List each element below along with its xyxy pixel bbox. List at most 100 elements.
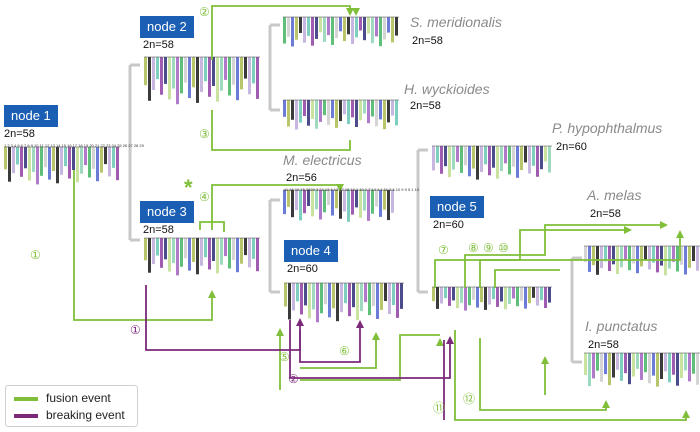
chromosome-bar	[395, 100, 398, 126]
chromosome-bar	[144, 238, 147, 261]
chromosome-bar	[544, 287, 547, 308]
chromosome-bar	[292, 283, 295, 311]
chromosome-bar	[228, 57, 231, 96]
chromosome-bar	[596, 353, 599, 371]
chromosome-bar	[604, 353, 607, 375]
chromosome-bar	[84, 147, 87, 166]
chromosome-bar	[288, 283, 291, 320]
chromosome-bar	[339, 100, 342, 122]
chromosome-bar	[311, 100, 314, 119]
fusion-arrow-6b	[436, 338, 444, 346]
chromosome-bar	[32, 147, 35, 172]
chromosome-bar	[68, 147, 71, 179]
chromosome-bar	[252, 57, 255, 84]
chromosome-bar	[520, 146, 523, 171]
chromosome-bar	[476, 287, 479, 308]
chromosome-bar	[180, 57, 183, 94]
species-p-hypophthalmus: P. hypophthalmus	[552, 120, 663, 136]
chromosome-bar	[224, 238, 227, 257]
chromosome-bar	[64, 147, 67, 167]
chromosome-bar	[28, 147, 31, 181]
chromosome-bar	[452, 146, 455, 170]
chromosome-bar	[372, 283, 375, 307]
ideogram-layer	[4, 16, 700, 387]
chromosome-bar	[668, 246, 671, 269]
fusion-marker-5: ⑤	[279, 350, 290, 364]
chromosome-bar	[636, 353, 639, 369]
chromosome-bar	[323, 100, 326, 116]
ideogram-node5	[432, 286, 552, 311]
chromosome-bar	[347, 190, 350, 222]
chromosome-bar	[343, 190, 346, 212]
chromosome-bar	[76, 147, 79, 183]
fusion-arrow-4	[336, 184, 344, 192]
chromosome-bar	[296, 283, 299, 302]
fusion-marker-1: ①	[30, 248, 41, 262]
fusion-arrow-7	[624, 226, 632, 234]
breaking-marker-1: ①	[130, 323, 141, 337]
chromosome-bar	[180, 238, 183, 267]
chromosome-bar	[656, 353, 659, 387]
chromosome-bar	[528, 146, 531, 174]
chromosome-bar	[520, 287, 523, 301]
chromosome-bar	[4, 147, 7, 170]
chromosome-bar	[371, 100, 374, 117]
chromosome-bar	[148, 57, 151, 101]
chromosome-bar	[600, 353, 603, 382]
chromosome-bar	[640, 246, 643, 267]
fusion-arrow-9	[676, 230, 684, 238]
node-5-chromosomes: 2n=60	[433, 219, 464, 231]
chromosome-bar	[628, 353, 631, 385]
chromosome-bar	[448, 287, 451, 306]
chromosome-bar	[323, 17, 326, 42]
chromosome-bar	[80, 147, 83, 174]
chromosome-bar	[244, 238, 247, 256]
chromosome-bar	[176, 57, 179, 105]
chromosome-bar	[612, 353, 615, 378]
chromosome-bar	[48, 147, 51, 180]
chromosome-bar	[448, 146, 451, 178]
fusion-arrow-11	[682, 410, 690, 418]
legend-fusion-swatch	[14, 397, 38, 401]
chromosome-bar	[676, 353, 679, 386]
species-s-meridionalis: S. meridionalis	[410, 14, 502, 30]
chromosome-bar	[252, 238, 255, 259]
chromosome-bar	[168, 238, 171, 272]
chromosome-bar	[480, 287, 483, 303]
chromosome-bar	[363, 17, 366, 41]
chromosome-bar	[376, 283, 379, 319]
chromosome-bar	[460, 287, 463, 303]
chromosome-bar	[351, 100, 354, 118]
chromosome-bar	[512, 287, 515, 299]
fusion-arrow-2a	[346, 8, 354, 16]
chromosome-bar	[496, 146, 499, 179]
chromosome-bar	[335, 190, 338, 209]
chromosome-bar	[56, 147, 59, 184]
chromosome-bar	[351, 190, 354, 215]
fusion-path-10	[494, 269, 560, 288]
chromosome-bar	[319, 17, 322, 33]
chromosome-bar	[644, 246, 647, 260]
chromosome-bar	[100, 147, 103, 173]
chromosome-bar	[379, 100, 382, 120]
node-1-chromosome-numbers: 1 2 3 4 5 6 7 8 9 10 11 12 13 14 15 16 1…	[4, 143, 144, 148]
chromosome-bar	[188, 238, 191, 271]
chromosome-bar	[392, 283, 395, 305]
chromosome-bar	[172, 57, 175, 89]
chromosome-bar	[452, 287, 455, 301]
chromosome-bar	[504, 287, 507, 310]
legend-fusion-label: fusion event	[46, 391, 111, 405]
node-2-label: node 2	[140, 16, 194, 38]
chromosome-bar	[688, 246, 691, 268]
chromosome-bar	[331, 190, 334, 216]
chromosome-bar	[236, 238, 239, 273]
fusion-marker-3: ③	[199, 127, 210, 141]
breaking-arrow-2	[446, 336, 454, 344]
chromosome-bar	[672, 246, 675, 262]
chromosome-bar	[176, 238, 179, 276]
chromosome-bar	[315, 17, 318, 39]
chromosome-bar	[355, 17, 358, 38]
chromosome-bar	[40, 147, 43, 176]
node-3-chromosomes: 2n=58	[143, 224, 174, 236]
chromosome-bar	[331, 17, 334, 45]
